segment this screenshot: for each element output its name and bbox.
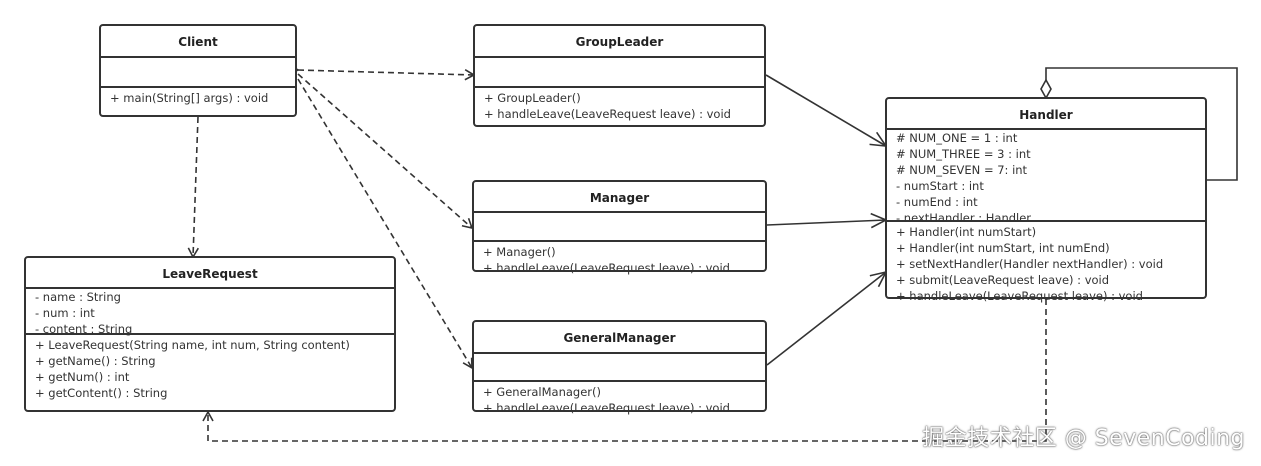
aggregation-handler-self bbox=[1045, 67, 1238, 181]
class-operation: + main(String[] args) : void bbox=[110, 91, 268, 105]
class-name: LeaveRequest bbox=[162, 267, 258, 281]
class-attribute: - name : String bbox=[35, 290, 121, 304]
class-attribute: - num : int bbox=[35, 306, 95, 320]
class-operation: + handleLeave(LeaveRequest leave) : void bbox=[483, 261, 730, 275]
class-manager[interactable]: Manager + Manager() + handleLeave(LeaveReq… bbox=[472, 180, 767, 275]
class-operation: + Handler(int numStart, int numEnd) bbox=[896, 241, 1110, 255]
dependency-client-generalmanager bbox=[297, 78, 473, 370]
dependency-client-groupleader bbox=[288, 64, 476, 81]
class-name: Manager bbox=[590, 191, 649, 205]
class-box bbox=[473, 24, 766, 127]
generalization-generalmanager-handler bbox=[766, 270, 888, 366]
dependency-client-leaverequest bbox=[187, 116, 200, 259]
class-handler[interactable]: Handler# NUM_ONE = 1 : int # NUM_THREE = … bbox=[885, 97, 1207, 303]
class-box bbox=[99, 24, 297, 117]
class-attribute: # NUM_SEVEN = 7: int bbox=[896, 163, 1028, 177]
class-attribute: # NUM_ONE = 1 : int bbox=[896, 131, 1018, 145]
class-attribute: # NUM_THREE = 3 : int bbox=[896, 147, 1031, 161]
aggregation-diamond-icon bbox=[1040, 78, 1052, 100]
class-operation: + getContent() : String bbox=[35, 386, 167, 400]
class-client[interactable]: Client + main(String[] args) : void bbox=[99, 24, 297, 117]
generalization-manager-handler bbox=[766, 212, 888, 229]
class-name: GroupLeader bbox=[576, 35, 664, 49]
class-attribute: - numEnd : int bbox=[896, 195, 978, 209]
class-name: Client bbox=[178, 35, 218, 49]
watermark: 掘金技术社区 @ SevenCoding bbox=[922, 426, 1245, 451]
class-operation: + Manager() bbox=[483, 245, 556, 259]
class-attribute: - nextHandler : Handler bbox=[896, 211, 1031, 225]
class-box bbox=[472, 320, 767, 412]
class-attribute: - numStart : int bbox=[896, 179, 984, 193]
class-general-manager[interactable]: GeneralManager + GeneralManager() + handle… bbox=[472, 320, 767, 415]
class-operation: + submit(LeaveRequest leave) : void bbox=[896, 273, 1109, 287]
generalization-groupleader-handler bbox=[765, 74, 888, 147]
class-operation: + setNextHandler(Handler nextHandler) : … bbox=[896, 257, 1163, 271]
class-box bbox=[472, 180, 767, 272]
class-group-leader[interactable]: GroupLeader + GroupLeader() + handleLeave(… bbox=[473, 24, 766, 127]
class-box bbox=[885, 97, 1207, 299]
class-operation: + GroupLeader() bbox=[484, 91, 581, 105]
class-operation: + LeaveRequest(String name, int num, Str… bbox=[35, 338, 350, 352]
class-attribute: - content : String bbox=[35, 322, 132, 336]
class-leave-request[interactable]: LeaveRequest - name : String - num : int - … bbox=[24, 256, 396, 412]
dependency-client-manager bbox=[297, 73, 474, 230]
class-operation: + getName() : String bbox=[35, 354, 156, 368]
class-operation: + handleLeave(LeaveRequest leave) : void bbox=[483, 401, 730, 415]
dependency-handler-leaverequest bbox=[202, 299, 1047, 442]
class-operation: + GeneralManager() bbox=[483, 385, 601, 399]
class-name: Handler bbox=[1019, 108, 1073, 122]
class-name: GeneralManager bbox=[563, 331, 675, 345]
class-operation: + handleLeave(LeaveRequest leave) : void bbox=[896, 289, 1143, 303]
class-operation: + handleLeave(LeaveRequest leave) : void bbox=[484, 107, 731, 121]
class-operation: + getNum() : int bbox=[35, 370, 130, 384]
class-operation: + Handler(int numStart) bbox=[896, 225, 1036, 239]
